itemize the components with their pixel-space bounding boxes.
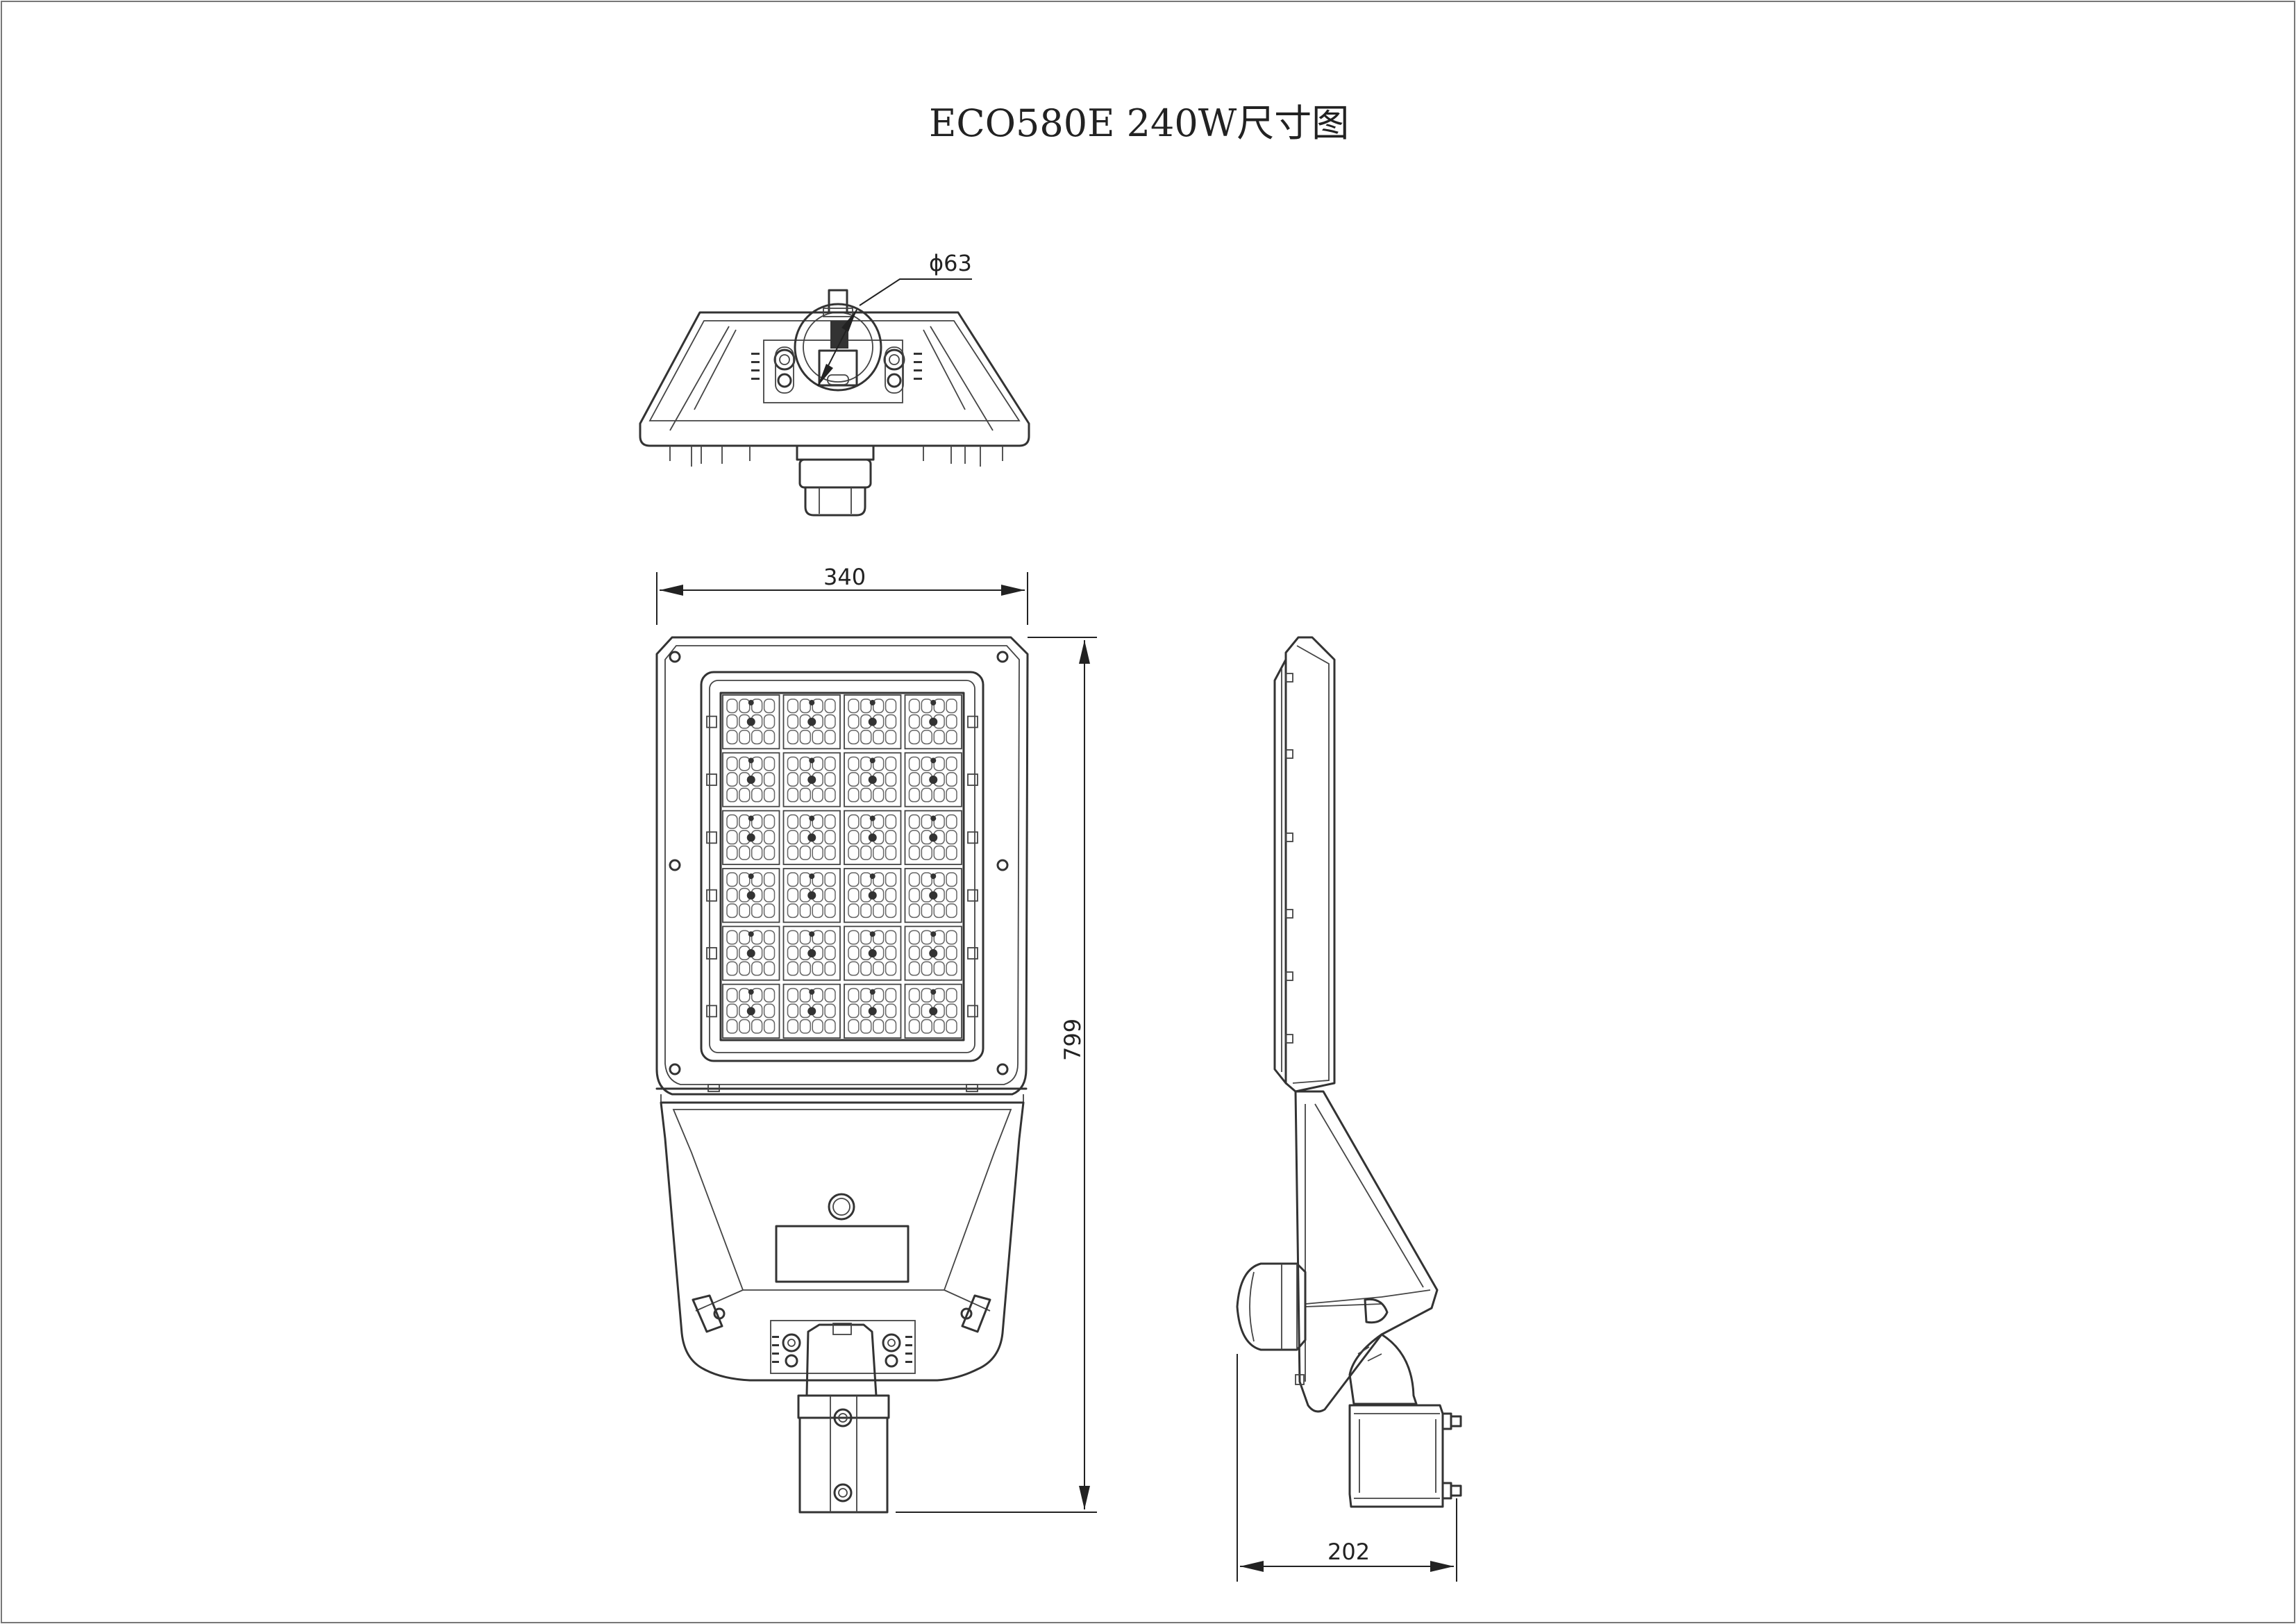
led-module (722, 983, 780, 1039)
led-module (904, 694, 962, 750)
led-module (904, 868, 962, 923)
top-view: 340 799 (655, 564, 1097, 1514)
led-module-grid (706, 692, 978, 1041)
led-module (782, 694, 841, 750)
drawing-title: ECO580E 240W尺寸图 (929, 101, 1349, 145)
side-view: 202 (1236, 636, 1462, 1582)
depth-label: 202 (1327, 1539, 1370, 1565)
led-module (844, 752, 902, 807)
led-module (782, 983, 841, 1039)
led-module (722, 752, 780, 807)
led-module (782, 752, 841, 807)
led-module (904, 752, 962, 807)
diameter-label: ϕ63 (929, 250, 972, 276)
led-module (782, 810, 841, 865)
led-module (844, 810, 902, 865)
led-module (844, 694, 902, 750)
led-module (782, 926, 841, 981)
led-module (782, 868, 841, 923)
led-module (904, 926, 962, 981)
led-module (722, 810, 780, 865)
led-module (904, 983, 962, 1039)
led-module (844, 868, 902, 923)
width-label: 340 (823, 564, 866, 590)
led-module (722, 926, 780, 981)
led-module (722, 694, 780, 750)
front-end-view: ϕ63 (639, 250, 1030, 517)
led-module (844, 926, 902, 981)
length-label: 799 (1059, 1019, 1086, 1061)
led-module (904, 810, 962, 865)
led-module (722, 868, 780, 923)
led-module (844, 983, 902, 1039)
